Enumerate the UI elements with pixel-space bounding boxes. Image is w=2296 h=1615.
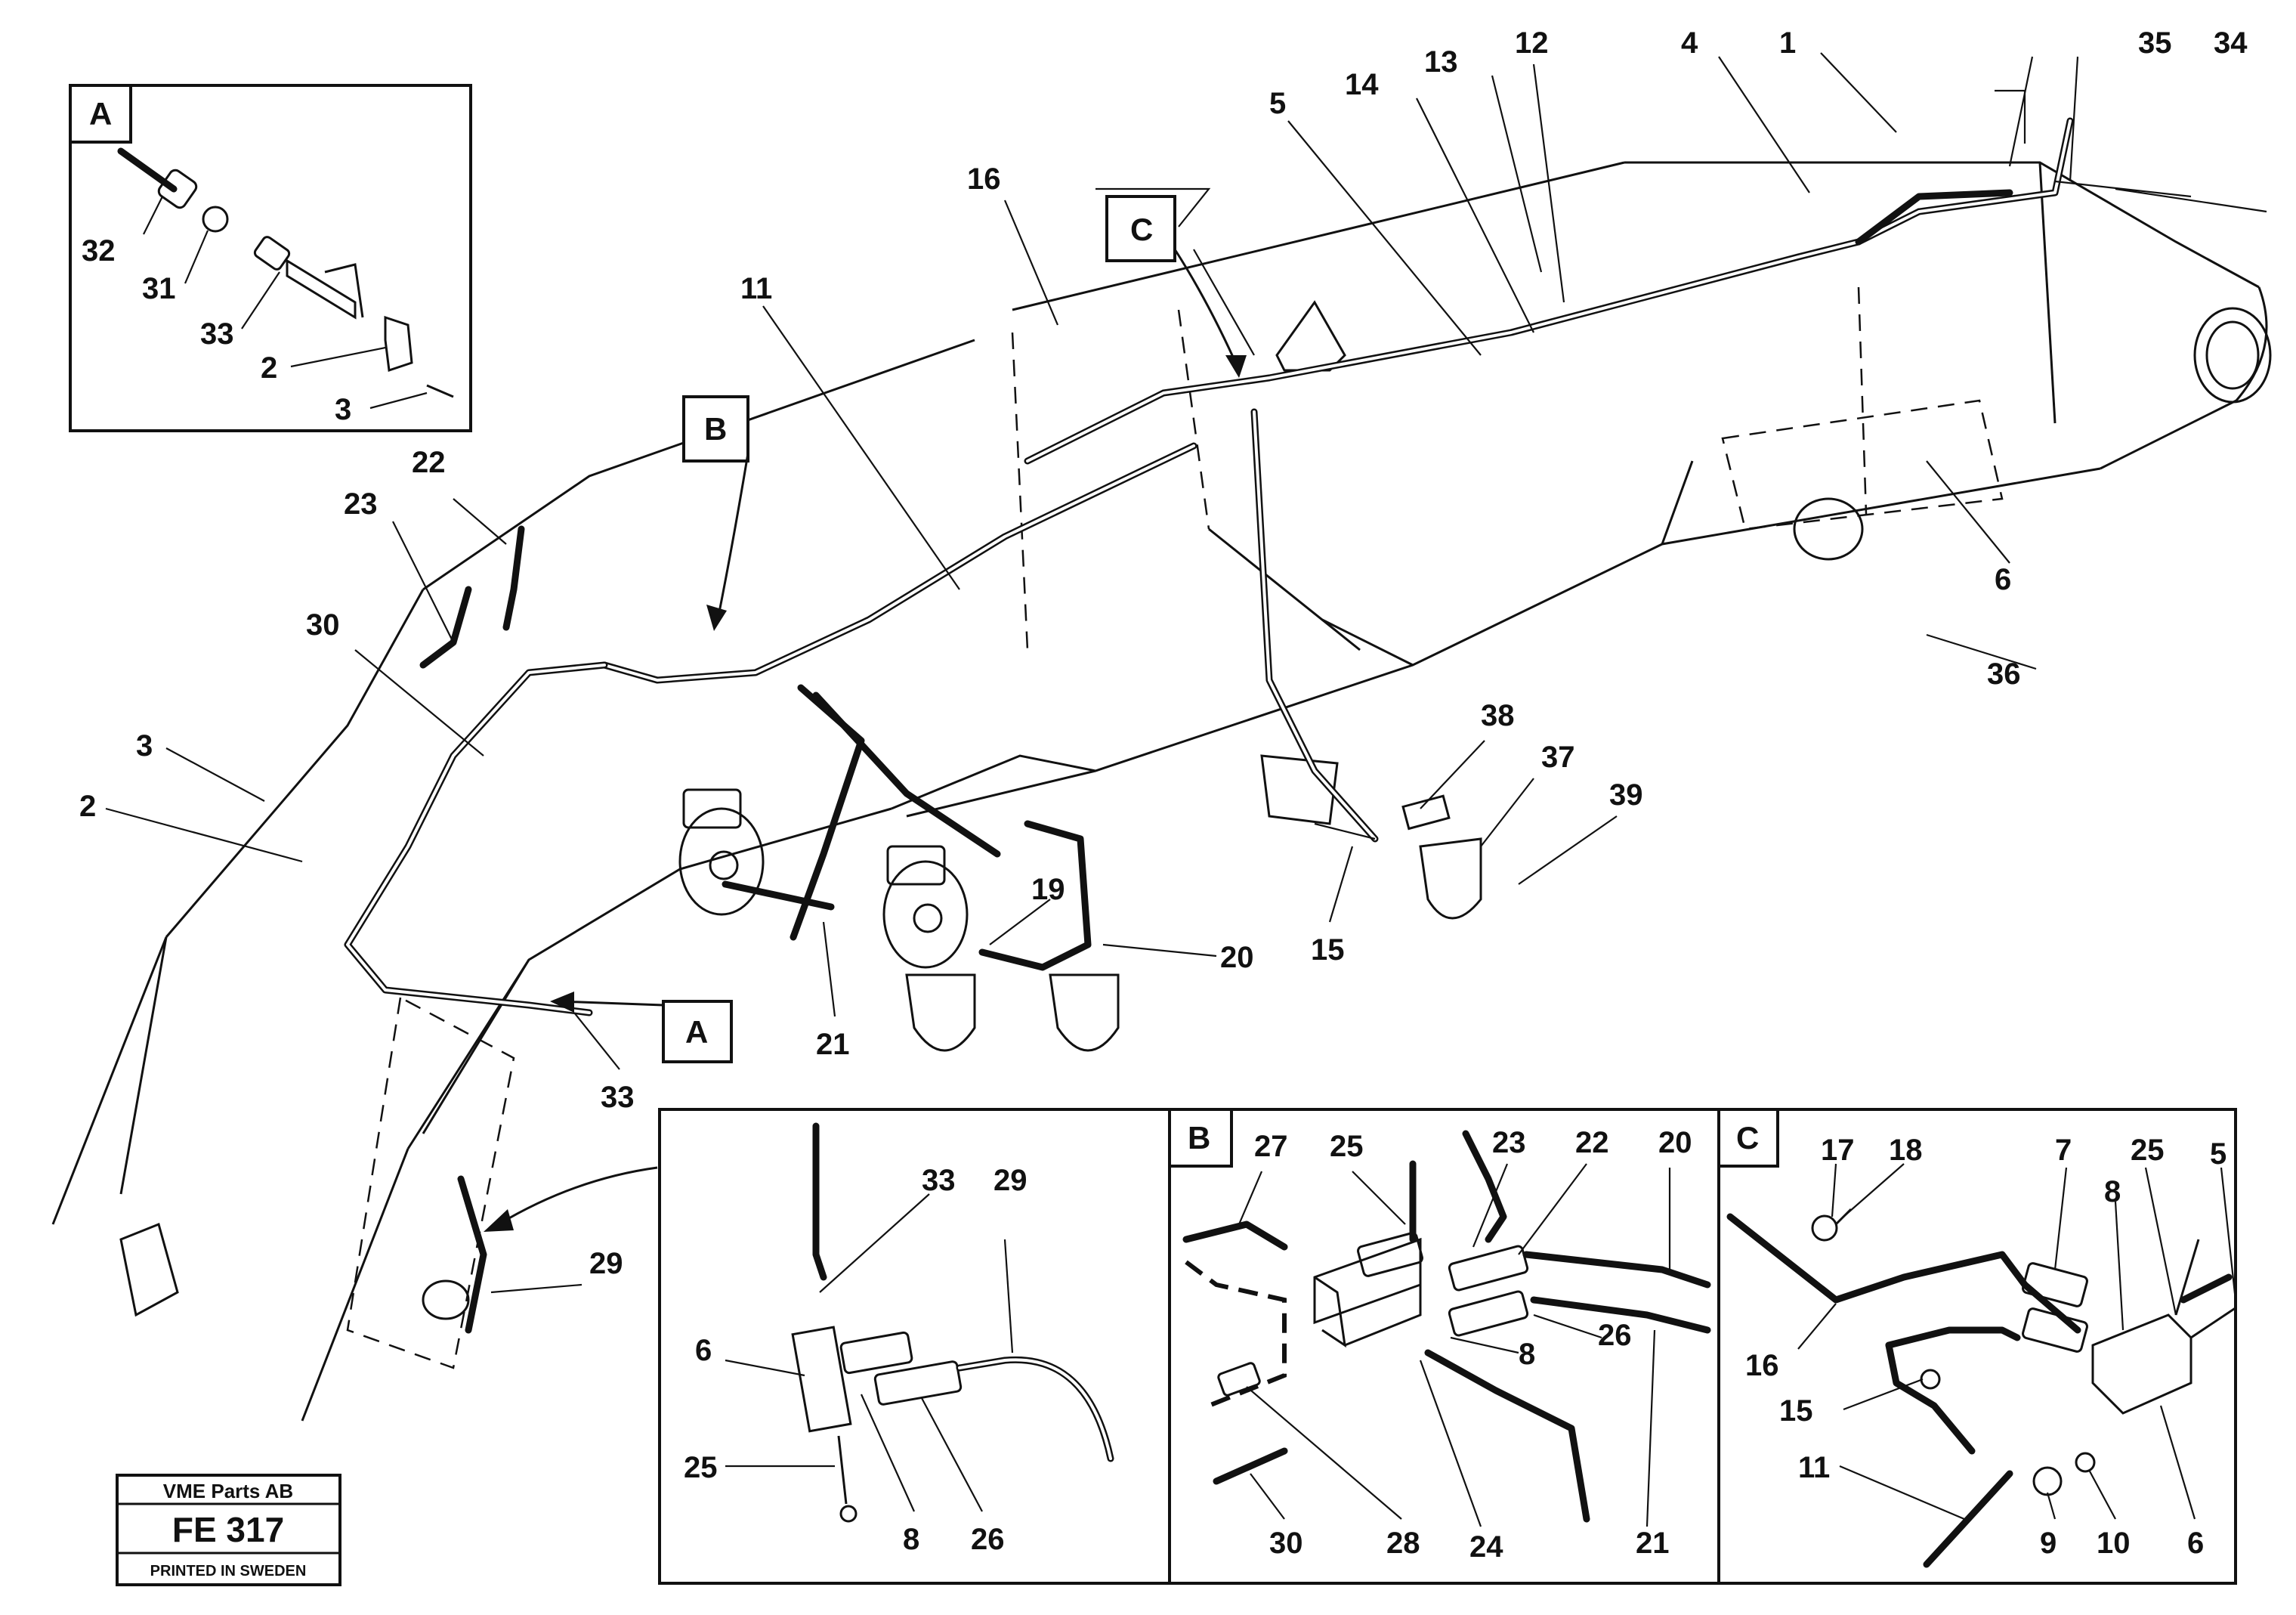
- detail-a-label-33: 33: [200, 317, 234, 351]
- marker-a: A: [685, 1014, 708, 1050]
- callout-1: 1: [1779, 26, 1796, 60]
- detail-a-tag: A: [89, 96, 112, 131]
- callout-20: 20: [1220, 941, 1254, 974]
- detail-a-panel: A 32 31 33 2 3: [69, 84, 472, 432]
- stamp-code: FE 317: [172, 1510, 284, 1549]
- callout-3: 3: [136, 729, 153, 763]
- detail-b-label-27: 27: [1254, 1130, 1288, 1163]
- detail-b-label-25: 25: [1330, 1130, 1364, 1163]
- callout-12: 12: [1515, 26, 1549, 60]
- hydraulic-lines: [344, 89, 2267, 1334]
- boom-lug-left: [678, 788, 765, 916]
- detail-b-label-24: 24: [1469, 1530, 1503, 1564]
- callout-35: 35: [2138, 26, 2172, 60]
- detail-b-label-20: 20: [1658, 1126, 1692, 1159]
- detail-b-tag: B: [1188, 1120, 1210, 1156]
- detail-valve-label-33: 33: [922, 1164, 956, 1197]
- detail-a-label-3: 3: [335, 393, 351, 426]
- callout-29: 29: [589, 1247, 623, 1280]
- boom-lug-right: [882, 845, 969, 969]
- detail-c-label-15: 15: [1779, 1394, 1813, 1428]
- callout-15: 15: [1311, 933, 1345, 967]
- callout-23: 23: [344, 487, 378, 521]
- detail-valve-label-6: 6: [695, 1334, 712, 1367]
- callout-13: 13: [1424, 45, 1458, 79]
- marker-c: C: [1130, 212, 1153, 247]
- callout-4: 4: [1681, 26, 1698, 60]
- detail-b-panel: B 27 25 23 22 20 8 26 30 28 24: [1168, 1108, 1720, 1585]
- callout-2: 2: [79, 790, 96, 823]
- callout-16: 16: [967, 162, 1001, 196]
- detail-b-label-23: 23: [1492, 1126, 1526, 1159]
- detail-c-label-10: 10: [2097, 1527, 2131, 1560]
- stamp-company: VME Parts AB: [163, 1480, 293, 1502]
- detail-c-label-6: 6: [2187, 1527, 2204, 1560]
- callout-30: 30: [306, 608, 340, 642]
- lower-bracket-dashed: [1721, 399, 2004, 561]
- callout-34: 34: [2214, 26, 2248, 60]
- detail-c-panel: C 17 18 7 25 5 8 16 15 1: [1717, 1108, 2238, 1585]
- detail-c-label-5: 5: [2210, 1137, 2226, 1171]
- detail-valve-label-25: 25: [684, 1451, 718, 1484]
- callout-14: 14: [1345, 68, 1379, 101]
- callout-33: 33: [601, 1081, 635, 1114]
- callout-39: 39: [1609, 778, 1643, 812]
- detail-c-label-17: 17: [1821, 1134, 1855, 1167]
- callout-11: 11: [740, 272, 772, 305]
- detail-c-label-7: 7: [2055, 1134, 2072, 1167]
- detail-b-label-26: 26: [1598, 1319, 1632, 1352]
- detail-c-label-9: 9: [2040, 1527, 2057, 1560]
- cover-plates: [905, 794, 1482, 1052]
- detail-a-label-2: 2: [261, 351, 277, 385]
- detail-a-label-31: 31: [142, 272, 176, 305]
- detail-valve-label-26: 26: [971, 1523, 1005, 1556]
- detail-b-label-21: 21: [1636, 1527, 1670, 1560]
- stamp-printed: PRINTED IN SWEDEN: [150, 1563, 307, 1579]
- detail-b-label-28: 28: [1386, 1527, 1420, 1560]
- detail-c-label-25: 25: [2131, 1134, 2165, 1167]
- detail-c-label-8: 8: [2104, 1175, 2121, 1208]
- callout-22: 22: [412, 446, 446, 479]
- section-markers: C B A: [484, 195, 1247, 1232]
- detail-c-label-18: 18: [1889, 1134, 1923, 1167]
- main-callouts: 1 4 5 12 13 14 16 11 6 36 35 34 38 37 39…: [79, 26, 2248, 1294]
- callout-6: 6: [1995, 563, 2011, 596]
- detail-valve-label-29: 29: [993, 1164, 1027, 1197]
- detail-c-label-11: 11: [1798, 1451, 1830, 1484]
- detail-c-tag: C: [1736, 1120, 1759, 1156]
- callout-21: 21: [816, 1028, 850, 1061]
- detail-valve-panel: 33 29 6 25 8 26: [658, 1108, 1171, 1585]
- callout-5: 5: [1269, 87, 1286, 120]
- detail-b-label-22: 22: [1575, 1126, 1609, 1159]
- marker-b: B: [704, 411, 727, 447]
- detail-c-label-16: 16: [1745, 1349, 1779, 1382]
- callout-36: 36: [1987, 657, 2021, 691]
- boom-assembly: [51, 161, 2272, 1422]
- callout-37: 37: [1541, 741, 1575, 774]
- detail-b-label-30: 30: [1269, 1527, 1303, 1560]
- detail-b-label-8: 8: [1519, 1338, 1535, 1371]
- callout-38: 38: [1481, 699, 1515, 732]
- title-stamp: VME Parts AB FE 317 PRINTED IN SWEDEN: [116, 1474, 341, 1586]
- detail-a-label-32: 32: [82, 234, 116, 268]
- detail-valve-label-8: 8: [903, 1523, 919, 1556]
- callout-19: 19: [1031, 873, 1065, 906]
